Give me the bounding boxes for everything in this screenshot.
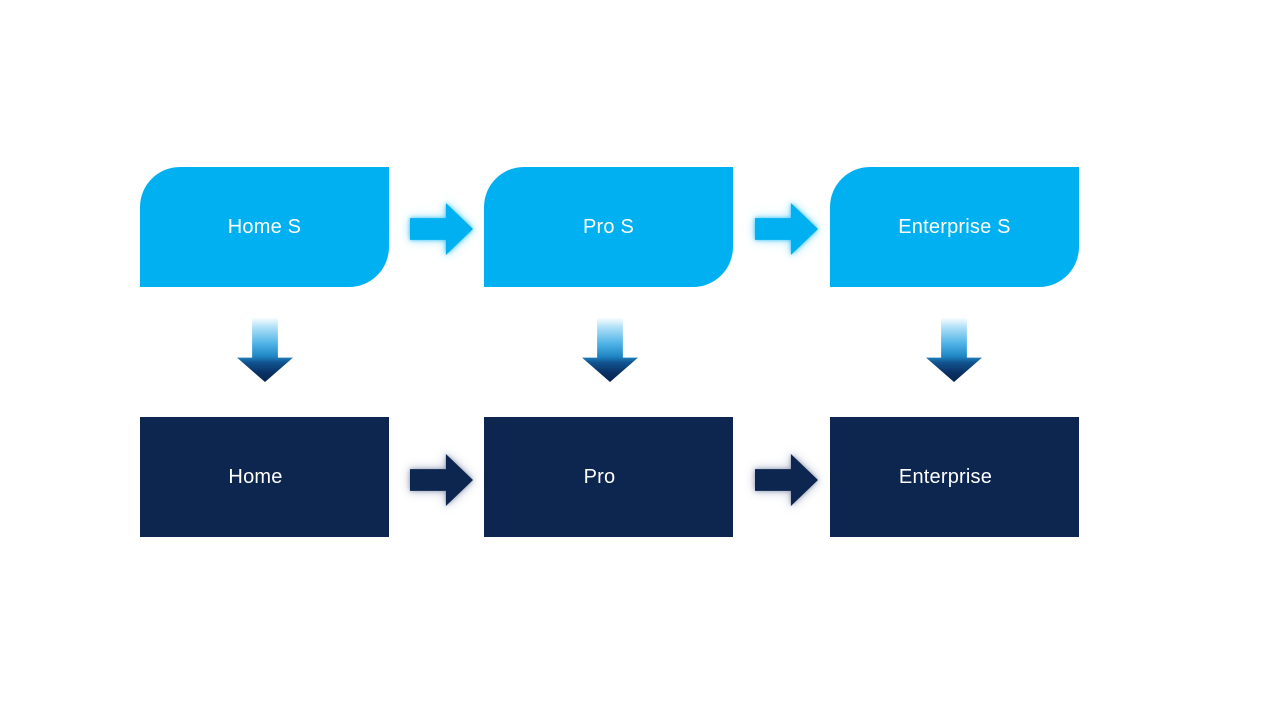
node-home-s: Home S [140,167,389,287]
right-arrow-icon [410,454,473,506]
right-arrow-icon [410,203,473,255]
node-label: Enterprise [898,465,993,488]
node-pro: Pro [484,417,733,537]
node-label: Home S [227,215,302,238]
down-arrow-icon [237,318,293,382]
node-label: Enterprise S [898,215,1011,238]
node-pro-s: Pro S [484,167,733,287]
right-arrow-shape [755,203,818,255]
right-arrow-shape [755,454,818,506]
right-arrow-shape [410,203,473,255]
node-label: Home [228,465,283,488]
down-arrow-icon [582,318,638,382]
node-home: Home [140,417,389,537]
node-enterprise-s: Enterprise S [830,167,1079,287]
right-arrow-icon [755,454,818,506]
node-enterprise: Enterprise [830,417,1079,537]
node-label: Pro S [582,215,635,238]
right-arrow-shape [410,454,473,506]
right-arrow-icon [755,203,818,255]
node-label: Pro [583,465,616,488]
down-arrow-icon [926,318,982,382]
